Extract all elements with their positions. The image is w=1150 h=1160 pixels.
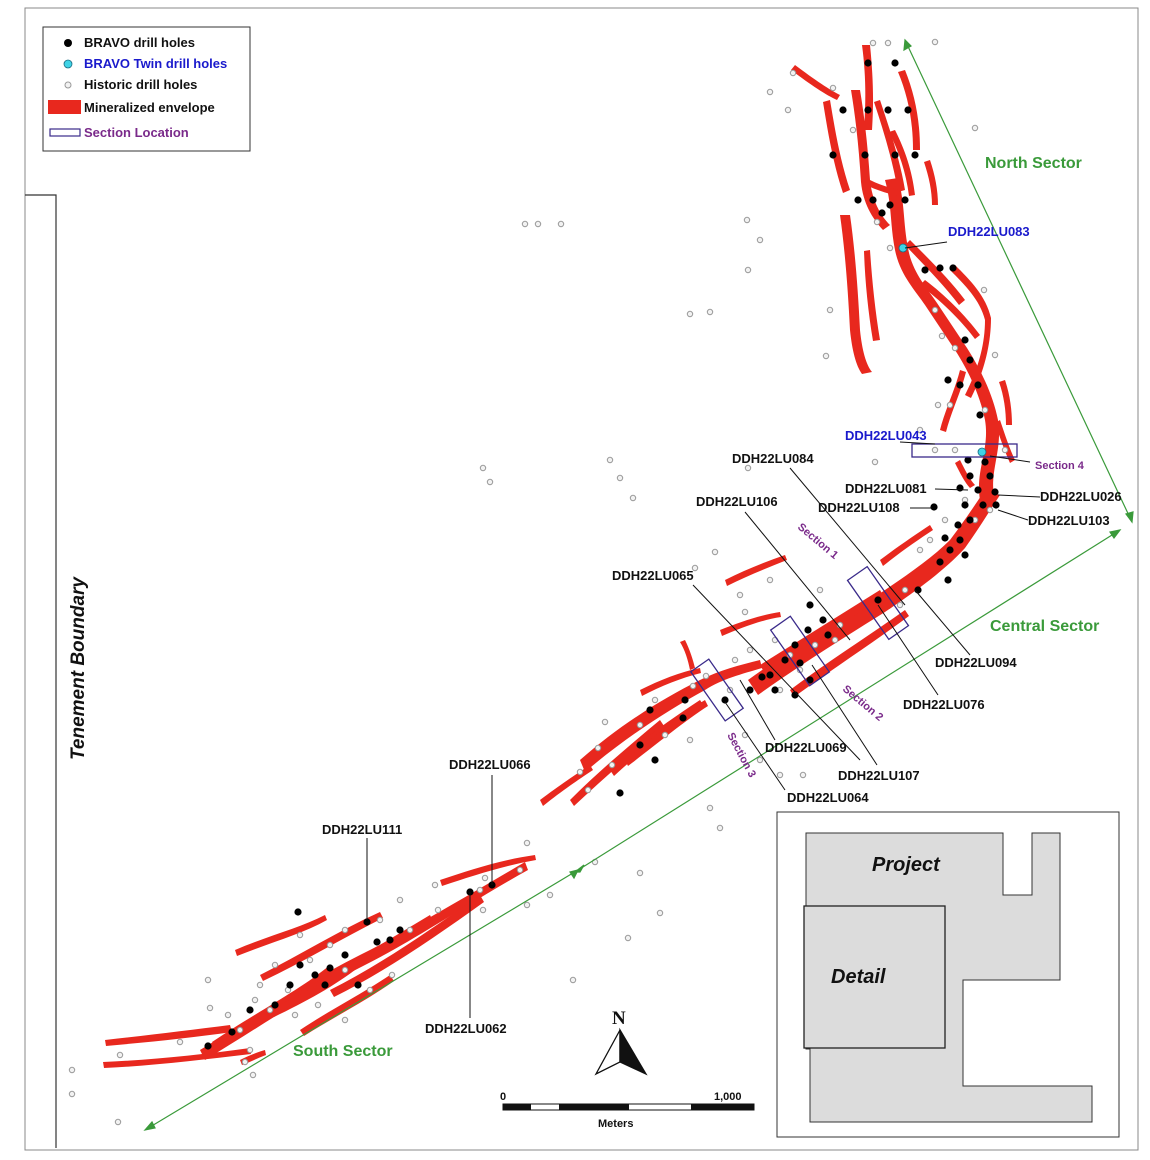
- label-ddh22lu064: DDH22LU064: [787, 790, 869, 805]
- inset-detail-label: Detail: [831, 966, 886, 988]
- bravo-twin-drill-holes: [898, 243, 987, 457]
- label-ddh22lu111: DDH22LU111: [322, 822, 402, 837]
- legend-bravo-symbol: [64, 39, 72, 47]
- scale-start: 0: [500, 1091, 506, 1103]
- label-leaders: [366, 241, 1041, 1018]
- scale-unit: Meters: [598, 1118, 633, 1130]
- label-ddh22lu094: DDH22LU094: [935, 655, 1017, 670]
- scale-end: 1,000: [714, 1091, 742, 1103]
- inset-project-label: Project: [872, 854, 941, 876]
- legend-historic-label: Historic drill holes: [84, 77, 197, 92]
- scale-bar: 0 1,000 Meters: [500, 1091, 755, 1130]
- label-ddh22lu069: DDH22LU069: [765, 740, 847, 755]
- legend-section-label: Section Location: [84, 125, 189, 140]
- sector-arrows: [143, 38, 1134, 1131]
- label-ddh22lu076: DDH22LU076: [903, 697, 985, 712]
- section-3-box: [689, 658, 745, 722]
- tenement-boundary-line: [25, 194, 57, 1148]
- label-ddh22lu083: DDH22LU083: [948, 224, 1030, 239]
- legend-twin-symbol: [63, 59, 73, 69]
- label-ddh22lu084: DDH22LU084: [732, 451, 814, 466]
- hole-labels: DDH22LU083 DDH22LU043 DDH22LU084 DDH22LU…: [322, 224, 1122, 1036]
- section-1-box: [846, 565, 910, 641]
- inset-map: Project Detail: [776, 811, 1120, 1138]
- north-arrow-label: N: [612, 1008, 626, 1029]
- section-locations: [689, 443, 1018, 722]
- section-2-box: [769, 615, 831, 687]
- label-ddh22lu107: DDH22LU107: [838, 768, 920, 783]
- section-4-label: Section 4: [1035, 460, 1085, 472]
- legend-historic-symbol: [64, 81, 72, 89]
- label-ddh22lu026: DDH22LU026: [1040, 489, 1122, 504]
- label-ddh22lu106: DDH22LU106: [696, 494, 778, 509]
- legend-twin-label: BRAVO Twin drill holes: [84, 56, 227, 71]
- label-ddh22lu108: DDH22LU108: [818, 500, 900, 515]
- legend-bravo-label: BRAVO drill holes: [84, 35, 195, 50]
- tenement-boundary-label: Tenement Boundary: [68, 576, 89, 760]
- legend-envelope-label: Mineralized envelope: [84, 100, 215, 115]
- mineralized-envelope: [103, 45, 1015, 1068]
- legend-section-symbol: [49, 128, 81, 137]
- label-ddh22lu066: DDH22LU066: [449, 757, 531, 772]
- section-4-box: [911, 443, 1018, 458]
- label-ddh22lu062: DDH22LU062: [425, 1021, 507, 1036]
- label-ddh22lu043: DDH22LU043: [845, 428, 927, 443]
- historic-drill-holes: [68, 38, 1009, 1126]
- south-sector-label: South Sector: [293, 1043, 393, 1060]
- central-sector-label: Central Sector: [990, 618, 1099, 635]
- bravo-drill-holes: [204, 59, 1000, 1050]
- label-ddh22lu065: DDH22LU065: [612, 568, 694, 583]
- label-ddh22lu103: DDH22LU103: [1028, 513, 1110, 528]
- legend-envelope-symbol: [48, 100, 81, 114]
- north-arrow: N: [594, 1008, 648, 1076]
- legend: BRAVO drill holes BRAVO Twin drill holes…: [42, 26, 251, 152]
- label-ddh22lu081: DDH22LU081: [845, 481, 927, 496]
- north-sector-label: North Sector: [985, 155, 1082, 172]
